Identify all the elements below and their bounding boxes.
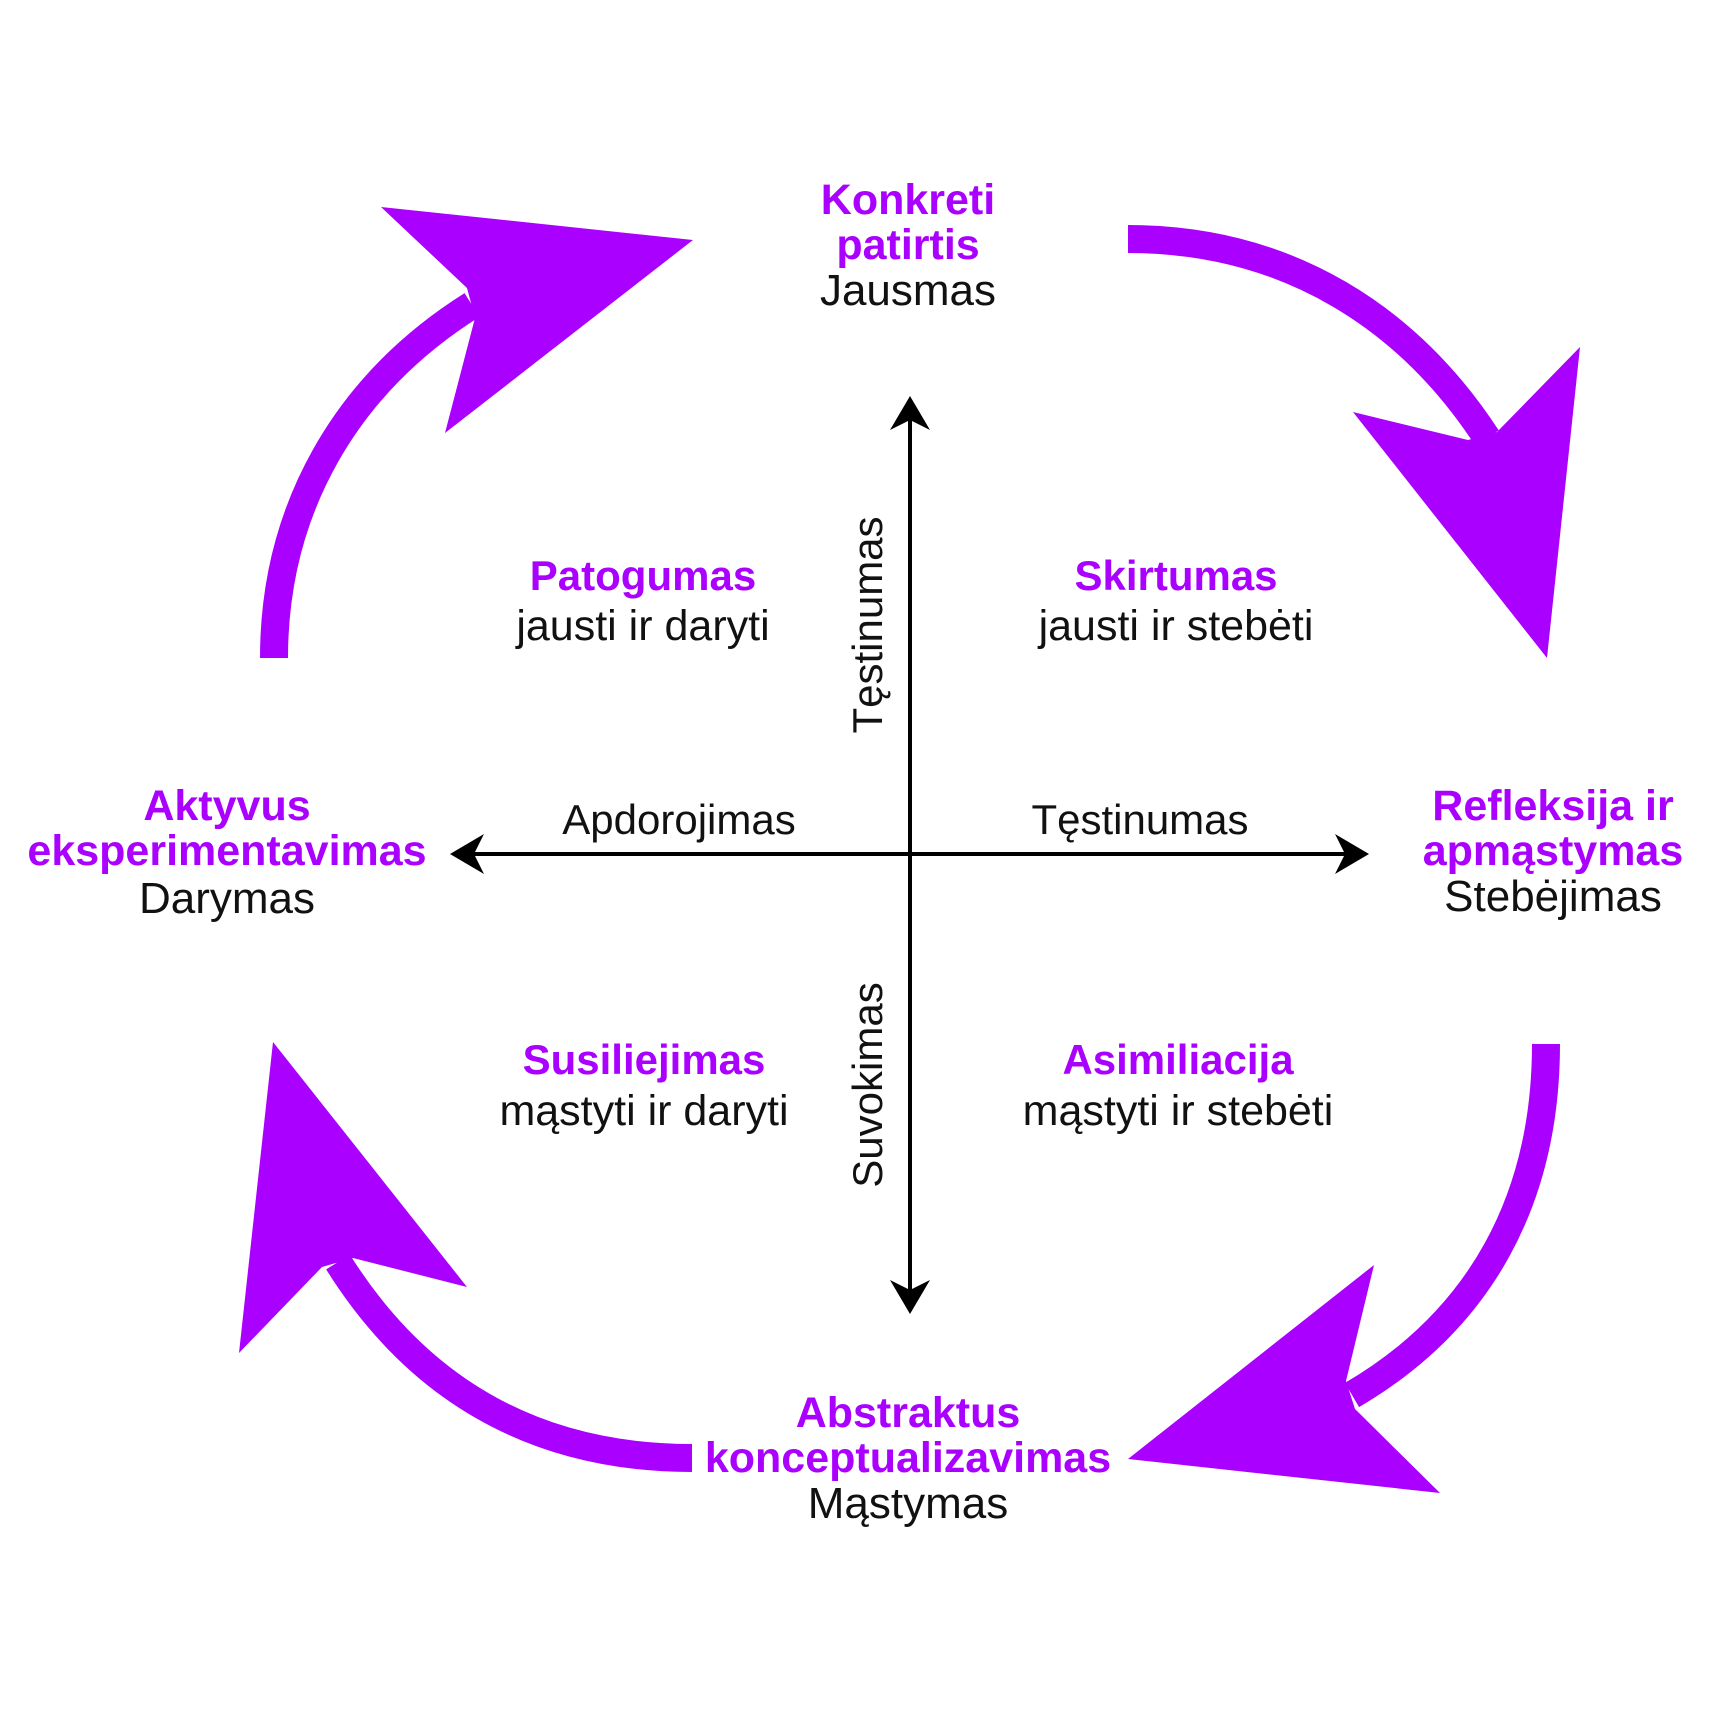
cycle-arrow-top-left [260, 207, 693, 659]
stage-bottom-title-line2: konceptualizavimas [705, 1434, 1111, 1482]
stage-left-title-line2: eksperimentavimas [27, 827, 426, 875]
stage-reflective-observation: Refleksija ir apmąstymas Stebėjimas [1423, 782, 1684, 921]
cycle-arrow-top-right-head [1353, 347, 1580, 658]
cycle-arrow-bottom-left-head [239, 1042, 467, 1353]
cycle-arrow-top-right-shaft [1127, 225, 1499, 446]
cycle-arrow-bottom-right-shaft [1344, 1043, 1560, 1408]
stage-left-title-line1: Aktyvus [143, 782, 310, 830]
cycle-arrow-top-right [1127, 225, 1580, 658]
cycle-arrow-bottom-right-head [1128, 1265, 1440, 1493]
axis-label-testinumas-horizontal: Tęstinumas [1031, 796, 1248, 843]
stage-right-subtitle: Stebėjimas [1444, 872, 1662, 921]
quadrant-bottom-left-title: Susiliejimas [523, 1036, 766, 1083]
quadrant-top-right-subtitle: jausti ir stebėti [1037, 602, 1314, 650]
quadrant-top-right-title: Skirtumas [1074, 552, 1277, 599]
stage-top-title-line2: patirtis [836, 221, 979, 269]
stage-right-title-line1: Refleksija ir [1432, 782, 1674, 830]
quadrant-bottom-right-subtitle: mąstyti ir stebėti [1023, 1087, 1334, 1135]
quadrant-bottom-left-subtitle: mąstyti ir daryti [499, 1087, 788, 1135]
stage-abstract-conceptualization: Abstraktus konceptualizavimas Mąstymas [705, 1389, 1111, 1528]
quadrant-top-left-subtitle: jausti ir daryti [514, 602, 769, 650]
stage-top-title-line1: Konkreti [821, 176, 995, 224]
cycle-arrow-bottom-left-shaft [326, 1254, 693, 1472]
cycle-arrow-top-left-head [381, 207, 693, 433]
cycle-arrow-top-left-shaft [260, 293, 480, 659]
axes [450, 396, 1369, 1314]
axis-label-testinumas-vertical: Tęstinumas [844, 516, 891, 733]
stage-concrete-experience: Konkreti patirtis Jausmas [820, 176, 996, 315]
stage-bottom-subtitle: Mąstymas [808, 1479, 1008, 1528]
quadrant-top-left-title: Patogumas [530, 552, 756, 599]
stage-bottom-title-line1: Abstraktus [796, 1389, 1021, 1437]
arrow-down-icon [890, 1280, 930, 1314]
quadrant-top-right: Skirtumas jausti ir stebėti [1037, 552, 1314, 650]
stage-left-subtitle: Darymas [139, 874, 315, 923]
quadrant-bottom-left: Susiliejimas mąstyti ir daryti [499, 1036, 788, 1135]
cycle-arrow-bottom-left [239, 1042, 693, 1472]
quadrant-top-left: Patogumas jausti ir daryti [514, 552, 769, 650]
stage-active-experimentation: Aktyvus eksperimentavimas Darymas [27, 782, 426, 923]
stage-right-title-line2: apmąstymas [1423, 827, 1684, 875]
quadrant-bottom-right-title: Asimiliacija [1062, 1036, 1294, 1083]
axis-label-suvokimas: Suvokimas [844, 982, 891, 1187]
arrow-left-icon [450, 834, 484, 874]
stage-top-subtitle: Jausmas [820, 266, 996, 315]
axis-label-apdorojimas: Apdorojimas [562, 796, 795, 843]
arrow-right-icon [1335, 834, 1369, 874]
cycle-arrow-bottom-right [1128, 1043, 1560, 1493]
arrow-up-icon [890, 396, 930, 430]
quadrant-bottom-right: Asimiliacija mąstyti ir stebėti [1023, 1036, 1334, 1135]
